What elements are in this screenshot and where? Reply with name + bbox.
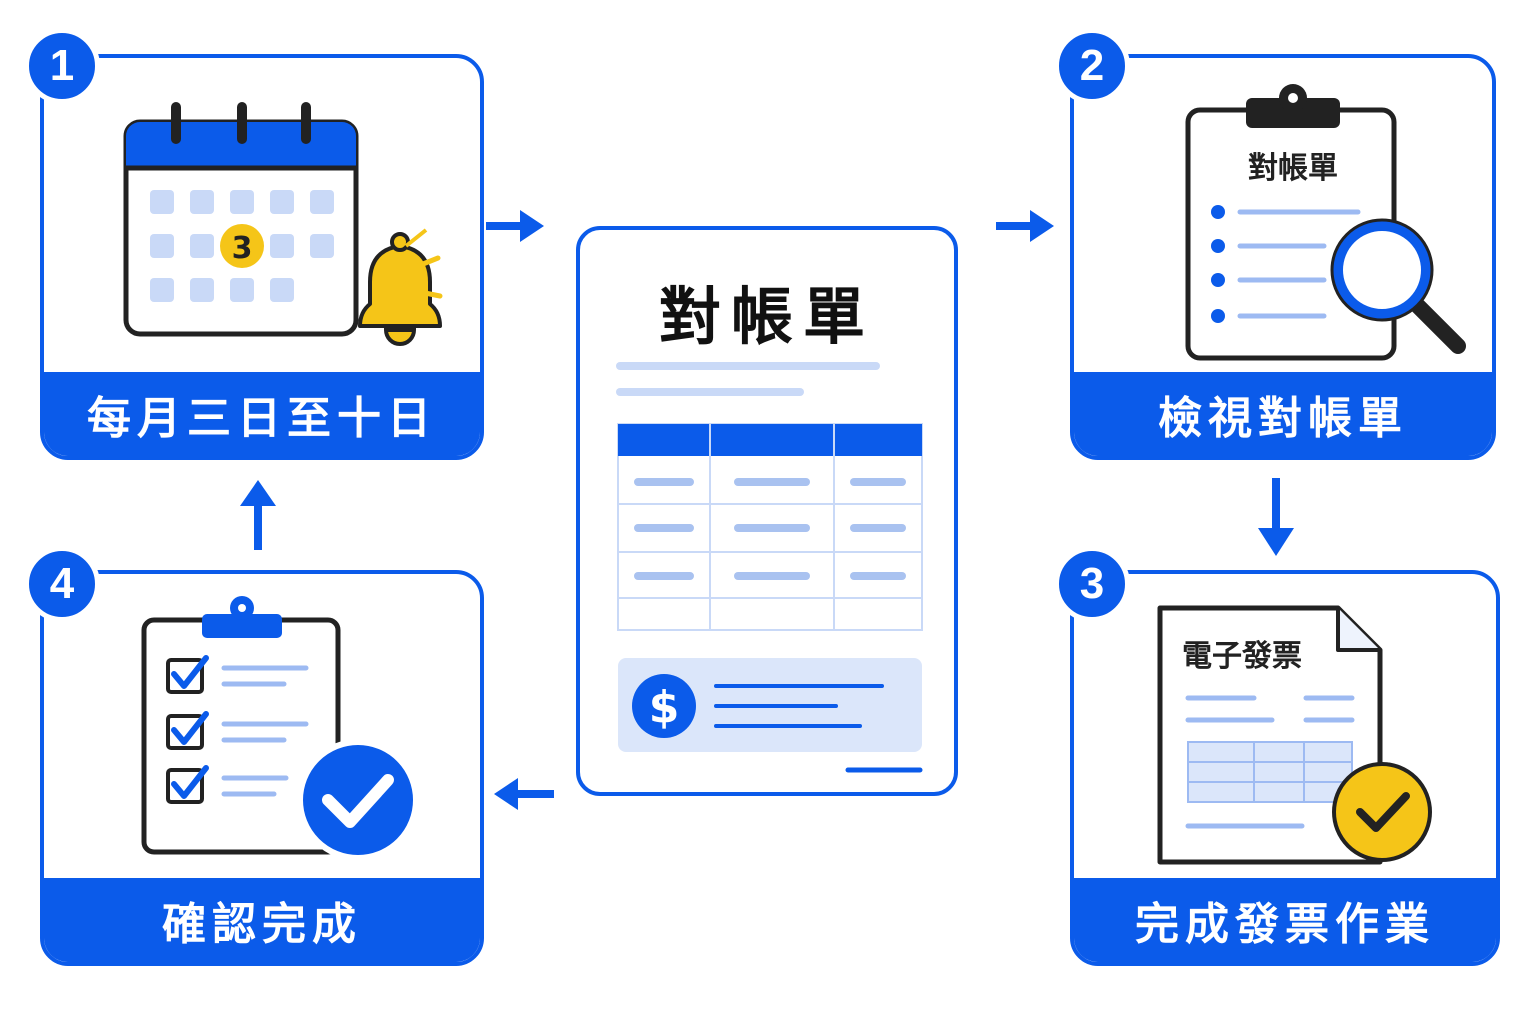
step-4-card: 確認完成 (40, 570, 484, 966)
statement-table-graphic: $ (616, 362, 923, 773)
step-3-card: 電子發票 完成發票作業 (1070, 570, 1500, 966)
step-2-label: 檢視對帳單 (1074, 372, 1492, 456)
invoice-title: 電子發票 (1182, 639, 1302, 674)
check-circle-icon (297, 739, 419, 861)
magnifier-icon (1330, 218, 1466, 354)
step-2-badge: 2 (1054, 28, 1130, 104)
clipboard-icon: 對帳單 (1185, 84, 1466, 361)
clipboard-title: 對帳單 (1248, 151, 1338, 186)
step-2-card: 對帳單 檢視對帳單 (1070, 54, 1496, 460)
invoice-icon: 電子發票 (1157, 605, 1432, 865)
arrow-down-step2-to-step3 (1258, 478, 1294, 556)
check-circle-icon (1332, 762, 1432, 862)
arrow-left-doc-to-step4 (494, 778, 554, 810)
step-3-badge: 3 (1054, 546, 1130, 622)
calendar-day-number: 3 (232, 231, 253, 266)
arrow-right-doc-to-step2 (996, 210, 1054, 242)
step-4-badge: 4 (24, 546, 100, 622)
step-1-card: 3 每月三日至十日 (40, 54, 484, 460)
step-1-badge: 1 (24, 28, 100, 104)
bell-icon (358, 228, 443, 346)
center-statement-document: 對帳單 $ (576, 226, 958, 796)
dollar-symbol: $ (649, 682, 680, 733)
checklist-icon (141, 596, 419, 861)
arrow-right-step1-to-doc (486, 210, 544, 242)
dollar-icon (632, 674, 696, 738)
step-3-label: 完成發票作業 (1074, 878, 1496, 962)
center-document-title: 對帳單 (658, 280, 875, 353)
step-1-label: 每月三日至十日 (44, 372, 480, 456)
step-4-label: 確認完成 (44, 878, 480, 962)
arrow-up-step4-to-step1 (240, 480, 276, 550)
calendar-icon: 3 (123, 102, 443, 346)
